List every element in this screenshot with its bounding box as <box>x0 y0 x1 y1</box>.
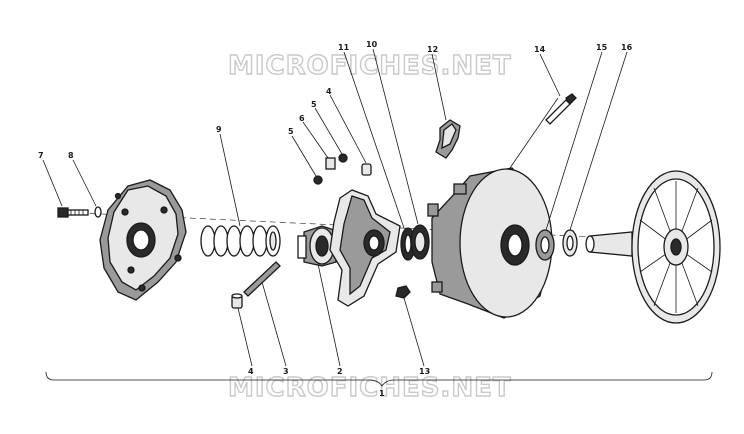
callout-1: 1 <box>379 389 385 398</box>
callout-9: 9 <box>216 125 222 134</box>
long-bolt-part <box>545 93 577 125</box>
washer-part <box>94 206 102 218</box>
bolt-part <box>57 207 89 218</box>
spring-part <box>200 225 281 257</box>
roller-lower-part <box>231 293 243 309</box>
spider-hub-part <box>329 189 401 307</box>
callout-3: 3 <box>283 367 289 376</box>
callout-2: 2 <box>337 367 343 376</box>
callout-8: 8 <box>68 151 74 160</box>
callout-13: 13 <box>419 367 430 376</box>
callout-5b: 5 <box>311 100 317 109</box>
seal-ring-part <box>400 224 430 261</box>
fixed-sheave-part <box>585 170 721 324</box>
pin-rod-part <box>243 261 281 297</box>
nut-5b-part <box>338 153 348 163</box>
callout-5a: 5 <box>288 127 294 136</box>
callout-10: 10 <box>366 40 378 49</box>
assembly-bracket <box>45 371 713 387</box>
thrust-washer-part <box>562 229 578 257</box>
nut-13-part <box>395 285 411 299</box>
callout-4b: 4 <box>248 367 254 376</box>
leader-lines <box>42 48 628 367</box>
roller-upper-part <box>361 163 372 176</box>
bracket-clip-part <box>435 119 461 159</box>
watermark-bottom: MICROFICHES.NET <box>228 373 512 403</box>
callout-16: 16 <box>621 43 633 52</box>
spacer-ring-part <box>535 229 555 261</box>
nut-5a-part <box>313 175 323 185</box>
small-hardware-part <box>313 153 372 185</box>
bushing-sleeve-part <box>297 225 337 267</box>
movable-sheave-part <box>427 167 553 319</box>
clutch-cover-plate <box>99 179 187 301</box>
callout-15: 15 <box>596 43 608 52</box>
callout-11: 11 <box>338 43 350 52</box>
watermark-top: MICROFICHES.NET <box>228 51 512 81</box>
callout-14: 14 <box>534 45 546 54</box>
callout-12: 12 <box>427 45 438 54</box>
callout-7: 7 <box>38 151 44 160</box>
callout-4a: 4 <box>326 87 332 96</box>
cap-6-part <box>325 157 336 170</box>
callout-6: 6 <box>299 114 305 123</box>
